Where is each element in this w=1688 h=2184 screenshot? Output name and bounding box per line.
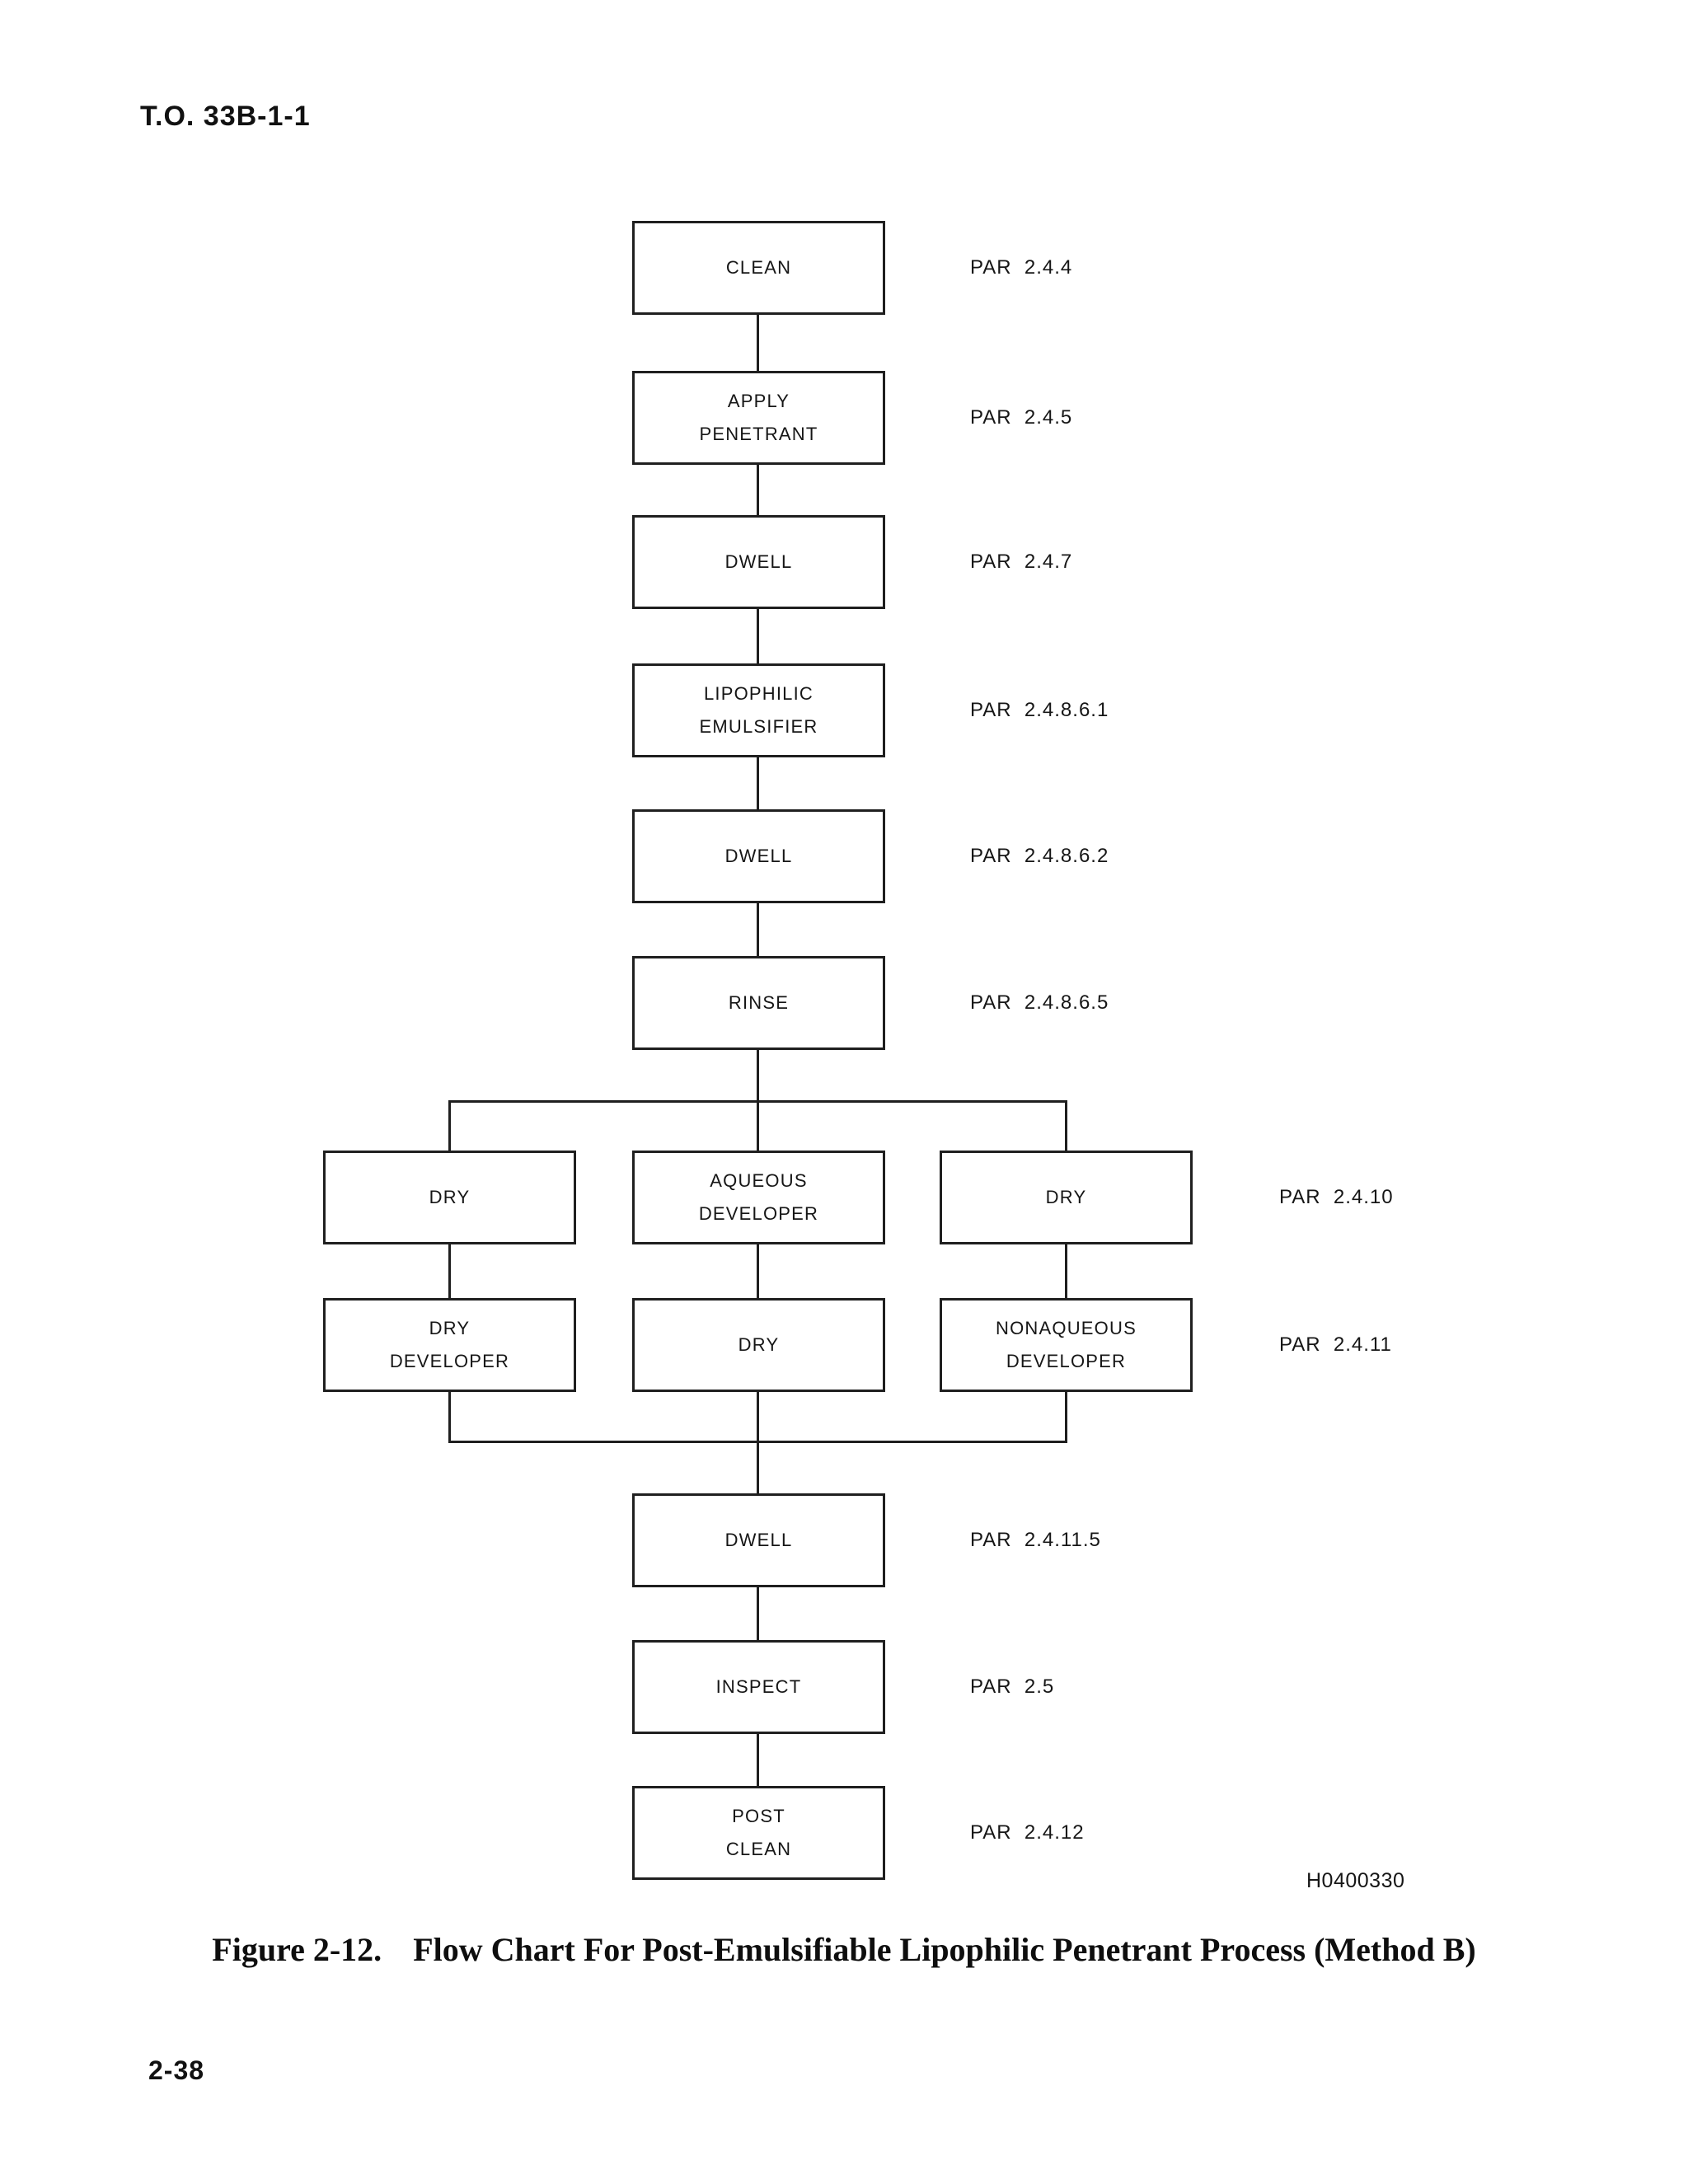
page-number: 2-38	[148, 2055, 205, 2085]
flow-box-label: DWELL	[724, 846, 793, 866]
flow-box-clean: CLEAN	[632, 221, 885, 315]
flow-box-label: POST CLEAN	[725, 1806, 792, 1859]
artifact-code: H0400330	[1306, 1869, 1405, 1892]
par-reference: PAR 2.4.10	[1279, 1186, 1394, 1208]
doc-number: T.O. 33B-1-1	[140, 101, 311, 132]
par-reference: PAR 2.4.7	[970, 551, 1073, 573]
flow-box-dry-left: DRY	[323, 1151, 576, 1244]
flow-box-dry-right: DRY	[940, 1151, 1193, 1244]
connector-line	[757, 609, 759, 663]
par-reference: PAR 2.4.11	[1279, 1333, 1392, 1356]
flow-box-dwell-1: DWELL	[632, 515, 885, 609]
flow-box-dwell-2: DWELL	[632, 809, 885, 903]
flow-box-inspect: INSPECT	[632, 1640, 885, 1734]
connector-line	[1065, 1392, 1067, 1443]
par-reference: PAR 2.4.11.5	[970, 1529, 1101, 1551]
flow-box-label: APPLY PENETRANT	[699, 391, 818, 444]
connector-line	[757, 1734, 759, 1786]
flow-box-dwell-3: DWELL	[632, 1493, 885, 1587]
connector-line	[757, 1587, 759, 1640]
connector-line	[757, 465, 759, 515]
par-reference: PAR 2.4.12	[970, 1821, 1085, 1844]
connector-line	[757, 1244, 759, 1298]
flow-box-dry-developer: DRY DEVELOPER	[323, 1298, 576, 1392]
flow-box-label: CLEAN	[725, 257, 792, 278]
flow-box-label: RINSE	[728, 992, 790, 1013]
connector-line	[757, 315, 759, 371]
flow-box-label: AQUEOUS DEVELOPER	[698, 1170, 819, 1224]
par-reference: PAR 2.4.8.6.5	[970, 991, 1109, 1014]
flow-box-label: DWELL	[724, 551, 793, 572]
flow-box-post-clean: POST CLEAN	[632, 1786, 885, 1880]
connector-line	[757, 903, 759, 956]
figure-caption-label: Figure 2-12.	[212, 1931, 382, 1968]
merge-line	[448, 1441, 1067, 1443]
flow-box-rinse: RINSE	[632, 956, 885, 1050]
connector-line	[1065, 1244, 1067, 1298]
connector-line	[1065, 1100, 1067, 1151]
figure-caption: Figure 2-12. Flow Chart For Post-Emulsif…	[0, 1930, 1688, 1969]
flow-box-aqueous-developer: AQUEOUS DEVELOPER	[632, 1151, 885, 1244]
flow-box-dry-center: DRY	[632, 1298, 885, 1392]
flow-box-label: LIPOPHILIC EMULSIFIER	[699, 683, 818, 737]
par-reference: PAR 2.5	[970, 1675, 1055, 1698]
flow-box-label: DRY	[1045, 1187, 1087, 1207]
connector-line	[757, 757, 759, 809]
connector-line	[448, 1100, 451, 1151]
flow-box-label: NONAQUEOUS DEVELOPER	[996, 1318, 1137, 1371]
flow-box-label: INSPECT	[715, 1676, 802, 1697]
par-reference: PAR 2.4.5	[970, 406, 1073, 429]
connector-line	[448, 1392, 451, 1443]
branch-line	[448, 1100, 1067, 1103]
par-reference: PAR 2.4.8.6.1	[970, 699, 1109, 721]
flow-box-lipophilic-emulsifier: LIPOPHILIC EMULSIFIER	[632, 663, 885, 757]
flow-box-label: DRY	[429, 1187, 471, 1207]
flow-box-apply-penetrant: APPLY PENETRANT	[632, 371, 885, 465]
flow-box-nonaqueous-developer: NONAQUEOUS DEVELOPER	[940, 1298, 1193, 1392]
connector-line	[448, 1244, 451, 1298]
par-reference: PAR 2.4.4	[970, 256, 1073, 279]
flow-box-label: DWELL	[724, 1530, 793, 1550]
flow-box-label: DRY	[738, 1334, 780, 1355]
par-reference: PAR 2.4.8.6.2	[970, 845, 1109, 867]
figure-caption-title: Flow Chart For Post-Emulsifiable Lipophi…	[413, 1931, 1476, 1968]
flow-box-label: DRY DEVELOPER	[389, 1318, 510, 1371]
